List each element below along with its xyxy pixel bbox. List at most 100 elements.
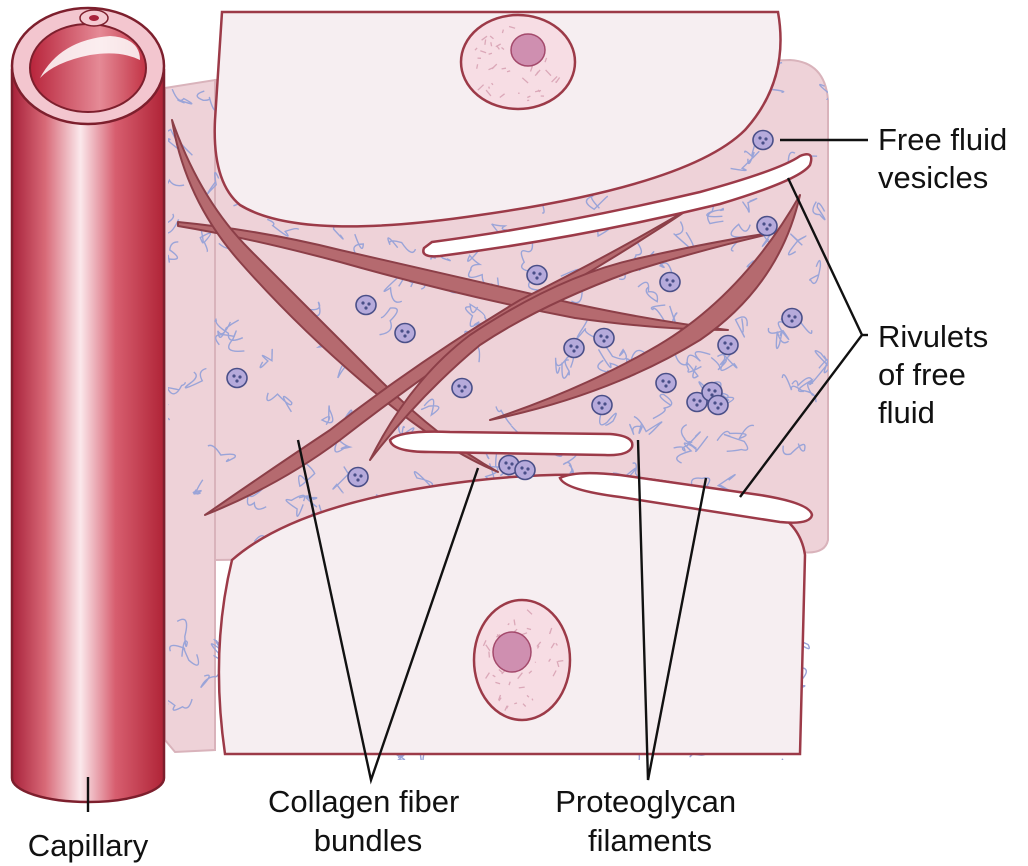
free-fluid-vesicle: [707, 394, 729, 416]
label-line: fluid: [878, 395, 935, 430]
rivulets-of-free-fluid: [388, 153, 814, 524]
proteoglycan-filament: [192, 479, 204, 495]
proteoglycan-filament: [217, 319, 240, 338]
proteoglycan-filament: [673, 431, 701, 452]
free-fluid-vesicle: [347, 466, 369, 488]
nucleus-texture: [498, 697, 502, 702]
nucleus-texture: [488, 651, 491, 658]
proteoglycan-filament: [168, 178, 185, 187]
nucleus-texture: [501, 29, 505, 34]
leader-collagen: [296, 439, 480, 785]
proteoglycan-filament: [196, 90, 218, 112]
bottom-cell-nucleus: [472, 598, 572, 722]
proteoglycan-filament: [464, 306, 483, 328]
nucleus-texture: [495, 43, 502, 48]
nucleus-texture: [518, 686, 525, 689]
proteoglycan-filament: [379, 307, 398, 336]
nucleus-texture: [506, 70, 511, 73]
nucleus-texture: [551, 75, 558, 83]
label-line: Collagen fiber: [268, 784, 459, 819]
proteoglycan-filament: [717, 349, 738, 372]
proteoglycan-filament: [169, 644, 200, 666]
nucleus-texture: [534, 89, 542, 93]
proteoglycan-filament: [168, 382, 186, 395]
nucleus-texture: [514, 702, 518, 705]
proteoglycan-filament: [730, 150, 760, 172]
label-line: Free fluid: [878, 122, 1007, 157]
free-fluid-vesicle: [563, 337, 585, 359]
proteoglycan-filament: [730, 223, 751, 252]
proteoglycan-filament: [734, 316, 748, 338]
nucleus-texture: [485, 89, 492, 97]
nucleus-texture: [536, 641, 542, 647]
nucleus-texture: [474, 47, 478, 51]
nucleus-texture: [528, 670, 533, 674]
free-fluid-vesicle: [659, 271, 681, 293]
proteoglycan-filament: [205, 171, 220, 197]
proteoglycan-filament: [207, 444, 236, 463]
leader-lines: [86, 138, 868, 812]
label-line: vesicles: [878, 160, 988, 195]
proteoglycan-filament: [200, 671, 221, 689]
free-fluid-vesicle: [593, 327, 615, 349]
label-capillary: Capillary: [28, 828, 149, 863]
nucleus-texture: [527, 95, 531, 99]
proteoglycan-filament: [637, 281, 659, 303]
proteoglycan-filament: [673, 350, 711, 366]
rivulet: [388, 430, 634, 457]
proteoglycan-filament: [791, 377, 814, 396]
proteoglycan-filament: [320, 405, 334, 426]
free-fluid-vesicle: [591, 394, 613, 416]
nucleus-texture: [526, 694, 530, 698]
collagen-fiber: [489, 194, 801, 421]
nucleus-texture: [552, 670, 557, 677]
nucleus-texture: [545, 69, 552, 77]
free-fluid-vesicle: [655, 372, 677, 394]
nucleus-texture: [495, 681, 501, 685]
label-proteoglycan: Proteoglycan filaments: [555, 784, 745, 858]
label-line: filaments: [588, 823, 712, 858]
proteoglycan-filament: [168, 241, 179, 263]
proteoglycan-filament: [184, 367, 207, 389]
free-fluid-vesicle: [451, 377, 473, 399]
nucleus-texture: [521, 77, 529, 84]
proteoglycan-filament: [298, 495, 318, 508]
nucleus-texture: [480, 50, 487, 54]
proteoglycan-filament: [819, 83, 828, 100]
nucleus-texture: [476, 64, 479, 69]
proteoglycan-filament: [420, 398, 440, 417]
nucleus-texture: [548, 658, 552, 662]
nucleus-texture: [482, 640, 487, 647]
collagen-fiber: [177, 221, 729, 331]
collagen-fiber-bundles: [171, 119, 801, 516]
top-cell: [213, 10, 782, 228]
label-line: Proteoglycan: [555, 784, 736, 819]
label-line: Rivulets: [878, 319, 988, 354]
proteoglycan-filament: [334, 436, 353, 453]
free-fluid-vesicle: [717, 334, 739, 356]
nucleus-texture: [499, 93, 505, 99]
label-collagen: Collagen fiber bundles: [268, 784, 468, 858]
proteoglycan-filament: [812, 201, 826, 221]
proteoglycan-filament: [199, 227, 211, 253]
proteoglycan-filament: [633, 415, 663, 436]
proteoglycan-filament: [652, 393, 673, 420]
proteoglycan-filament: [266, 218, 300, 237]
capillary-lumen-highlight: [40, 36, 140, 78]
nucleus-texture: [536, 645, 540, 649]
nucleus-texture: [485, 672, 490, 679]
nucleus-texture: [496, 45, 500, 50]
proteoglycan-filament: [214, 318, 244, 342]
nucleus-texture: [506, 705, 509, 709]
nucleus-texture: [484, 39, 487, 45]
nucleus-texture: [477, 84, 485, 91]
proteoglycan-filament: [638, 251, 673, 273]
proteoglycan-filament: [387, 237, 417, 254]
free-fluid-vesicle: [526, 264, 548, 286]
proteoglycan-filament: [782, 443, 806, 456]
nucleus-texture: [488, 86, 491, 89]
nucleus-texture: [529, 65, 534, 72]
leader-proteoglycan: [636, 439, 708, 781]
proteoglycan-filament: [680, 423, 709, 453]
free-fluid-vesicle: [752, 129, 774, 151]
